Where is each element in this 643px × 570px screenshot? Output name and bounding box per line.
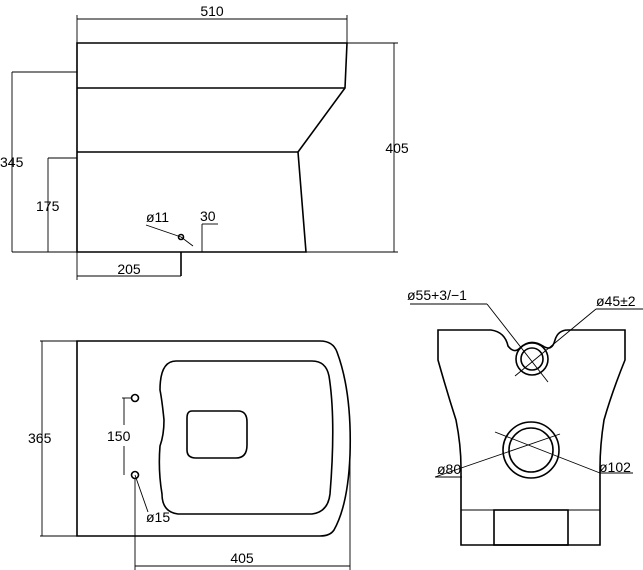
width-label: 510 [200,3,224,19]
outlet-inner-circle [508,427,554,473]
fixing-offset-label: 30 [200,208,216,224]
inlet-diameter-label: ø55+3/−1 [407,287,467,303]
fixing-hole-leader-tail [180,236,194,247]
plan-view-bowl-opening [186,410,248,459]
seat-height-label: 345 [0,154,24,170]
fixing-spacing-label: 150 [107,428,131,444]
side-view: 510 405 345 175 ø11 30 205 [0,3,409,280]
outlet-leader-left [434,433,561,478]
length-label: 405 [230,550,254,566]
inlet-inner-circle [520,347,544,371]
plan-view-seat [158,360,334,515]
fixing-hole-leader [145,224,182,238]
outlet-inner-label: ø102 [599,459,631,475]
plan-fixing-hole-label: ø15 [146,509,170,525]
side-view-fixing-hole [177,233,185,241]
side-fixing-hole-label: ø11 [146,209,169,225]
depth-label: 365 [28,430,52,446]
plan-view: 365 150 ø15 405 [28,340,352,570]
waste-height-label: 175 [36,198,60,214]
waste-distance-label: 205 [117,261,141,277]
plan-fixing-hole-leader [134,474,149,513]
plan-view-outline [76,340,352,537]
outlet-outer-circle [502,421,560,479]
rear-view: ø55+3/−1 ø45±2 ø80 ø102 [407,287,643,546]
inlet-inner-label: ø45±2 [596,293,636,309]
rear-view-base-slot [493,509,569,546]
outlet-leader-right [494,431,601,474]
rear-view-outline [437,329,626,546]
inlet-outer-circle [515,342,549,376]
plan-fixing-hole-top [130,393,140,403]
inlet-leader-left-diag [486,303,549,383]
outlet-outer-label: ø80 [437,461,461,477]
height-label: 405 [385,140,409,156]
inlet-leader-right-diag [514,308,597,377]
